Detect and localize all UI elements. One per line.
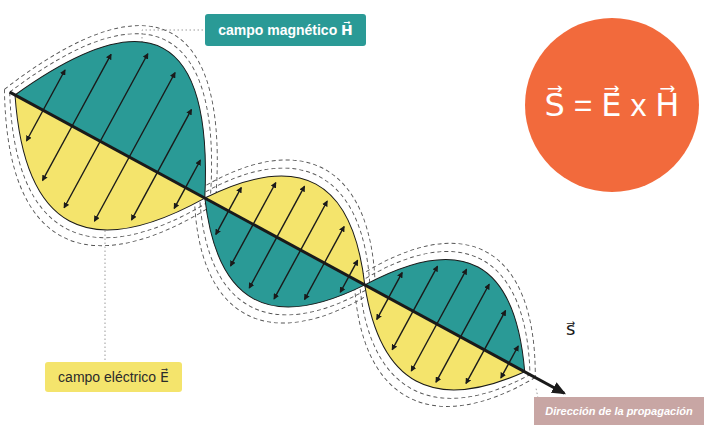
formula-circle: S⃗ = E⃗ x H⃗ [525,18,699,192]
direction-label-box: Dirección de la propagación [534,397,704,425]
magnetic-label-box: campo magnético H⃗ [205,14,366,46]
node-text: S⃗ = E⃗ x H⃗ [545,86,680,124]
wave-group [0,0,626,425]
vector-label: s⃗ [566,318,575,340]
field-vector [7,23,556,425]
node-text: Dirección de la propagación [545,405,692,417]
electric-lobe [0,95,205,273]
envelope-outline [0,0,597,425]
propagation-axis [10,92,565,393]
node-text: campo magnético H⃗ [218,22,353,38]
node-text: campo eléctrico E⃗ [58,369,169,385]
electric-label-box: campo eléctrico E⃗ [45,362,182,392]
